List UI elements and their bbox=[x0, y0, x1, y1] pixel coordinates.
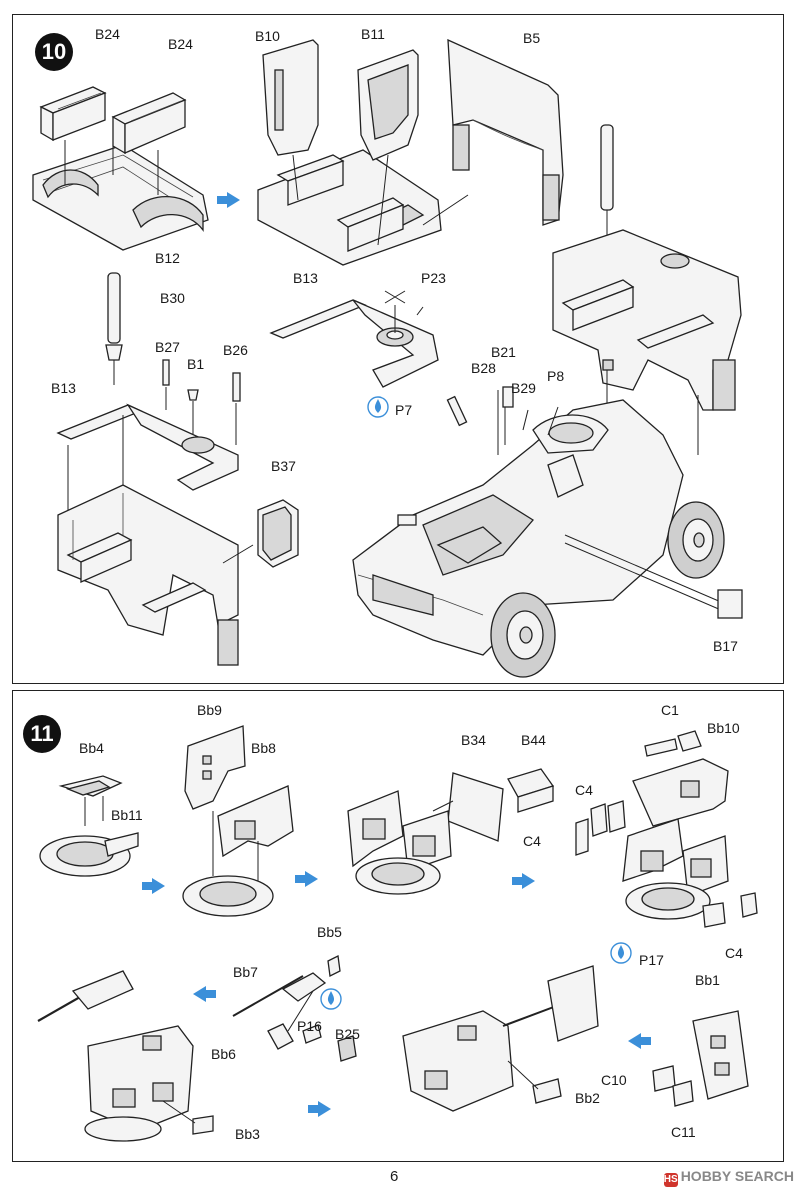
turret-ring-mid bbox=[182, 875, 274, 917]
step-number-badge: 10 bbox=[35, 33, 73, 71]
frame-b13-p23 bbox=[269, 290, 439, 388]
label-b29: B29 bbox=[511, 380, 536, 396]
label-p23: P23 bbox=[421, 270, 446, 286]
step-11-drawing bbox=[37, 725, 758, 1142]
page-number: 6 bbox=[390, 1168, 399, 1185]
rear-body-upper bbox=[552, 124, 742, 411]
gun-bb7 bbox=[232, 955, 357, 1062]
antenna-b30 bbox=[105, 272, 123, 385]
label-b1: B1 bbox=[187, 356, 205, 372]
label-b24-right: B24 bbox=[168, 36, 193, 52]
label-b11: B11 bbox=[361, 26, 385, 42]
hull-interior bbox=[57, 484, 239, 666]
label-c10: C10 bbox=[601, 1072, 627, 1088]
label-c4-left: C4 bbox=[523, 833, 541, 849]
flow-arrow-icon bbox=[512, 873, 535, 889]
shield-assembly-b34 bbox=[347, 768, 555, 895]
vehicle-assembled bbox=[352, 386, 743, 656]
lamp-b27 bbox=[162, 359, 170, 410]
label-c4-right: C4 bbox=[725, 945, 743, 961]
seat-b24-right bbox=[111, 92, 187, 155]
knob-b1 bbox=[187, 389, 199, 435]
watermark-text: HOBBY SEARCH bbox=[680, 1168, 794, 1184]
label-p17: P17 bbox=[639, 952, 664, 968]
label-b10: B10 bbox=[255, 28, 280, 44]
step-10-drawing bbox=[32, 38, 743, 678]
flow-arrow-icon bbox=[217, 192, 240, 208]
wall-b11 bbox=[357, 49, 419, 161]
label-bb6: Bb6 bbox=[211, 1046, 236, 1062]
step-10-panel: 10 bbox=[12, 14, 784, 684]
turret-finished-right bbox=[402, 965, 599, 1112]
label-c11: C11 bbox=[671, 1124, 696, 1140]
label-b17: B17 bbox=[713, 638, 738, 654]
seat-b24-left bbox=[39, 86, 107, 142]
label-b5: B5 bbox=[523, 30, 541, 46]
label-b26: B26 bbox=[223, 342, 248, 358]
label-b37: B37 bbox=[271, 458, 296, 474]
label-p8: P8 bbox=[547, 368, 565, 384]
watermark-logo-icon: HS bbox=[663, 1173, 678, 1187]
wall-b10 bbox=[262, 39, 319, 156]
label-b25: B25 bbox=[335, 1026, 360, 1042]
flow-arrow-icon bbox=[295, 871, 318, 887]
flow-arrow-icon bbox=[193, 986, 216, 1002]
shield-bb9 bbox=[184, 725, 246, 810]
shield-bb8 bbox=[217, 785, 294, 858]
box-b37 bbox=[257, 499, 299, 568]
label-b12: B12 bbox=[155, 250, 180, 266]
lamp-b26 bbox=[232, 372, 241, 445]
wheel-front bbox=[490, 592, 556, 678]
label-bb9: Bb9 bbox=[197, 702, 222, 718]
label-bb1: Bb1 bbox=[695, 972, 720, 988]
label-bb8: Bb8 bbox=[251, 740, 276, 756]
label-b34: B34 bbox=[461, 732, 486, 748]
label-b44: B44 bbox=[521, 732, 546, 748]
label-b21: B21 bbox=[491, 344, 516, 360]
turret-bb10 bbox=[575, 730, 758, 928]
label-b27: B27 bbox=[155, 339, 180, 355]
step-number-badge: 11 bbox=[23, 715, 61, 753]
turret-finished-left bbox=[37, 970, 214, 1142]
flow-arrow-icon bbox=[142, 878, 165, 894]
wheel-rear bbox=[667, 501, 725, 579]
step-11-panel: 11 bbox=[12, 690, 784, 1162]
floor-assembly-walls bbox=[257, 149, 442, 266]
label-bb4: Bb4 bbox=[79, 740, 104, 756]
label-bb5: Bb5 bbox=[317, 924, 342, 940]
label-bb3: Bb3 bbox=[235, 1126, 260, 1142]
turret-ring-bb4 bbox=[39, 775, 139, 877]
part-p7 bbox=[446, 395, 468, 427]
label-p7: P7 bbox=[395, 402, 413, 418]
flow-arrow-icon bbox=[628, 1033, 651, 1049]
label-c4-top: C4 bbox=[575, 782, 593, 798]
label-bb2: Bb2 bbox=[575, 1090, 600, 1106]
flow-arrow-icon bbox=[308, 1101, 331, 1117]
label-bb10: Bb10 bbox=[707, 720, 740, 736]
label-p16: P16 bbox=[297, 1018, 322, 1034]
label-bb11: Bb11 bbox=[111, 807, 143, 823]
wall-b5 bbox=[447, 38, 564, 226]
label-b13-top: B13 bbox=[293, 270, 318, 286]
parts-c10-c11 bbox=[652, 1065, 694, 1107]
frame-b13-left bbox=[56, 403, 239, 491]
label-c1: C1 bbox=[661, 702, 679, 718]
label-b24-left: B24 bbox=[95, 26, 120, 42]
label-b28: B28 bbox=[471, 360, 496, 376]
label-b13-left: B13 bbox=[51, 380, 76, 396]
label-b30: B30 bbox=[160, 290, 185, 306]
label-bb7: Bb7 bbox=[233, 964, 258, 980]
floor-assembly-b12 bbox=[32, 144, 209, 251]
shield-bb1 bbox=[692, 1010, 749, 1100]
